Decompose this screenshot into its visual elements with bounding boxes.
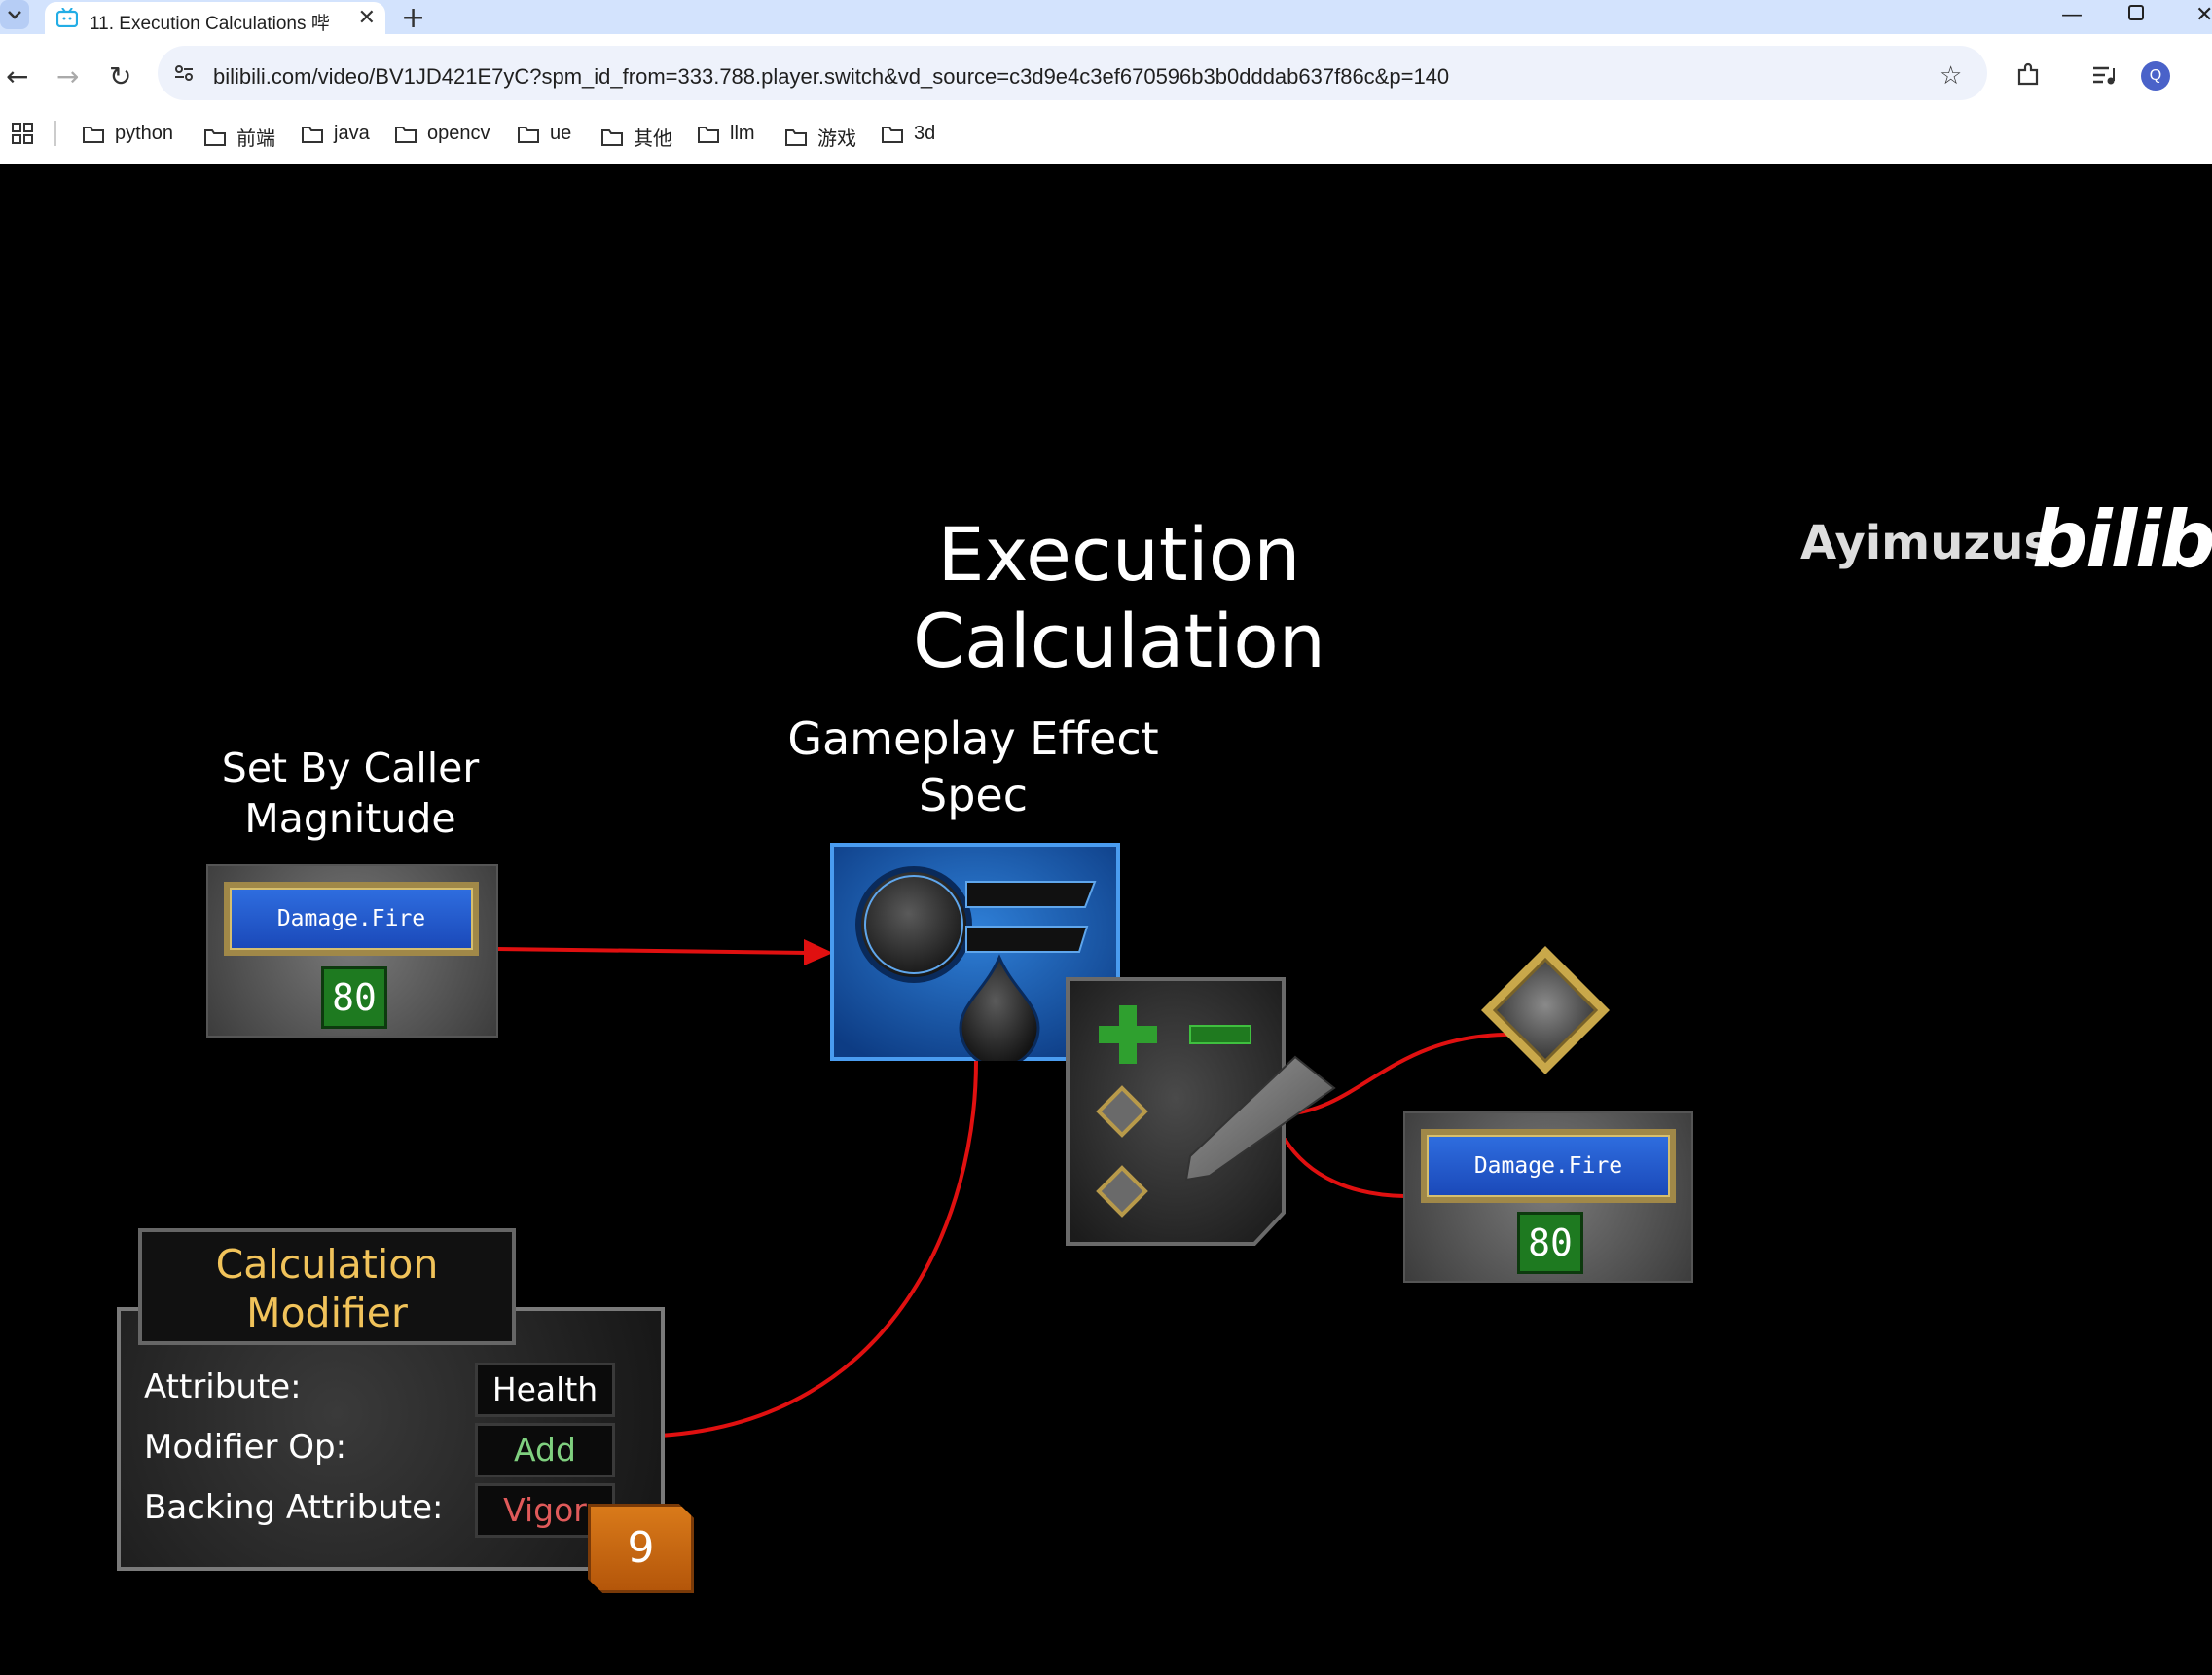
bookmark-folder-llm[interactable]: llm [697, 123, 755, 152]
minimize-icon[interactable]: — [2061, 3, 2083, 27]
menu-dots-icon[interactable]: ⋮ [2203, 60, 2212, 90]
watermark-user: Ayimuzus [1800, 516, 2052, 570]
calc-header-line2: Modifier [246, 1290, 408, 1336]
execution-calculation-icon [1066, 977, 1336, 1246]
bookmarks-divider [54, 121, 56, 146]
folder-icon [601, 128, 623, 146]
attribute-diamond-icon [1481, 946, 1610, 1074]
gameplay-effect-spec-label: Gameplay Effect Spec [769, 710, 1178, 823]
bookmark-folder-games[interactable]: 游戏 [784, 123, 856, 152]
connector-exec-to-diamond [1284, 1032, 1519, 1116]
url-text[interactable]: bilibili.com/video/BV1JD421E7yC?spm_id_f… [213, 64, 1450, 89]
set-by-caller-label: Set By Caller Magnitude [221, 745, 480, 842]
chevron-down-icon [0, 0, 29, 29]
media-controls-icon[interactable] [2091, 64, 2117, 86]
address-bar[interactable] [158, 46, 1987, 100]
attribute-label: Attribute: [144, 1367, 302, 1406]
reload-icon[interactable]: ↻ [109, 60, 132, 92]
bookmark-star-icon[interactable]: ☆ [1940, 61, 1963, 91]
modifier-op-label: Modifier Op: [144, 1428, 347, 1467]
bookmark-folder-frontend[interactable]: 前端 [203, 123, 275, 152]
folder-icon [302, 126, 323, 143]
extensions-icon[interactable] [2015, 62, 2041, 88]
folder-icon [204, 128, 226, 146]
new-tab-button[interactable]: + [401, 1, 426, 35]
folder-icon [882, 126, 903, 143]
backing-attribute-label: Backing Attribute: [144, 1488, 444, 1527]
folder-icon [83, 126, 104, 143]
profile-avatar[interactable]: Q [2141, 61, 2170, 91]
spec-label-line1: Gameplay Effect [787, 712, 1159, 765]
folder-icon [395, 126, 417, 143]
arrow-head-icon [804, 939, 833, 965]
bookmark-folder-java[interactable]: java [301, 123, 370, 152]
forward-icon[interactable]: → [56, 60, 80, 92]
folder-icon [518, 126, 539, 143]
bilibili-tab-icon [56, 8, 78, 27]
close-window-icon[interactable]: ✕ [2195, 3, 2212, 27]
attribute-value: Health [475, 1363, 615, 1417]
connector-exec-to-output [1283, 1137, 1405, 1198]
bookmark-folder-3d[interactable]: 3d [881, 123, 935, 152]
maximize-icon[interactable] [2127, 3, 2145, 27]
magnitude-value: 80 [321, 966, 387, 1029]
close-tab-icon[interactable]: ✕ [357, 6, 376, 30]
tab-title: 11. Execution Calculations 哔 [90, 14, 330, 34]
back-icon[interactable]: ← [6, 60, 29, 92]
folder-icon [785, 128, 807, 146]
gameplay-tag: Damage.Fire [224, 882, 479, 956]
bookmark-folder-opencv[interactable]: opencv [394, 123, 490, 152]
bookmark-folder-python[interactable]: python [82, 123, 173, 152]
output-gameplay-tag: Damage.Fire [1421, 1129, 1676, 1203]
calc-header-line1: Calculation [215, 1241, 439, 1288]
bookmarks-bar [0, 115, 2212, 164]
tab-search-button[interactable] [0, 0, 35, 34]
bilibili-logo: bilibili [2032, 494, 2212, 585]
calculation-modifier-header: Calculation Modifier [138, 1228, 516, 1345]
site-info-icon[interactable] [173, 62, 195, 84]
modifier-count-badge: 9 [588, 1504, 694, 1593]
connector-modifier-to-spec [659, 1060, 978, 1438]
modifier-op-value: Add [475, 1423, 615, 1477]
active-tab[interactable]: 11. Execution Calculations 哔 ✕ [45, 2, 385, 34]
output-value: 80 [1517, 1212, 1583, 1274]
spec-label-line2: Spec [919, 769, 1028, 821]
bookmark-folder-other[interactable]: 其他 [600, 123, 672, 152]
connector-sbc-to-spec [495, 947, 811, 955]
bookmark-folder-ue[interactable]: ue [517, 123, 571, 152]
apps-grid-icon[interactable] [12, 123, 33, 144]
slide-title: Execution Calculation [913, 511, 1325, 684]
folder-icon [698, 126, 719, 143]
